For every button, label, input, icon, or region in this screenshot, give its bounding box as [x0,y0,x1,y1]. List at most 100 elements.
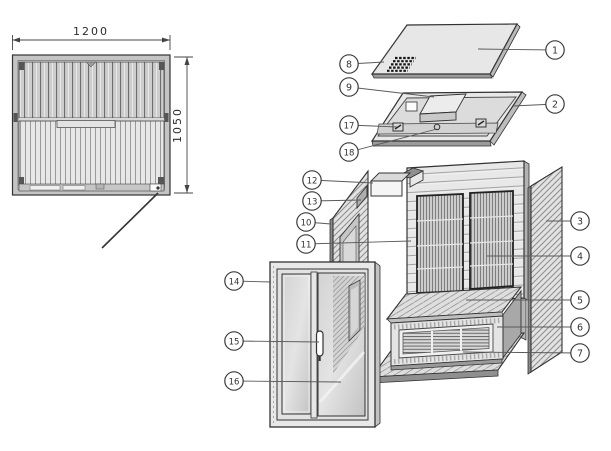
roof-vent-icon [387,56,416,72]
callout-circle [224,371,244,391]
control-housing-front [419,111,457,123]
callout-circle [296,212,316,232]
ceiling-sensor-icon [433,123,441,131]
plan-top-notch [85,61,97,68]
callout-number: 6 [577,322,583,333]
wall-vent-icon [356,184,368,210]
plan-corner-post-br [158,177,164,184]
glass-reflected-doorway-inner [351,286,358,336]
callout-number: 4 [577,251,583,262]
dim-arrow-right [162,37,170,43]
plan-corner-post-tr [159,62,164,70]
callout-leader [233,380,342,383]
bench-bottom-edge [390,358,503,371]
exploded-view [269,23,563,428]
roof-surface [370,23,519,75]
speaker-right-icon [475,118,487,128]
callout-15: 15 [224,331,320,351]
callout-leader [348,86,435,98]
front-door-assembly [269,261,381,428]
callout-circle [570,343,590,363]
callout-number: 7 [577,348,583,359]
callout-circle [339,77,359,97]
callout-number: 11 [301,240,312,250]
callout-leader [348,128,438,153]
callout-leader [305,240,412,245]
callout-11: 11 [296,234,412,254]
plan-view [11,54,171,249]
callout-14: 14 [224,271,272,291]
plan-sill-insert-1 [29,185,61,191]
callout-circle [570,211,590,231]
callout-1: 1 [477,40,565,60]
bench-front-ticks-top [393,318,501,330]
callout-17: 17 [339,115,398,135]
callout-7: 7 [462,343,590,363]
callout-circle [570,246,590,266]
callout-circle [570,290,590,310]
callout-number: 8 [346,59,352,70]
callout-18: 18 [339,128,438,162]
right-wall-panel [527,166,563,375]
ceiling-panel [370,91,527,147]
right-wall-surface [530,166,563,374]
callout-circle [339,115,359,135]
callout-number: 10 [301,218,312,228]
door-handle [315,330,324,361]
callout-number: 13 [307,197,318,207]
plan-center-tab [95,183,105,190]
callout-12: 12 [302,170,374,190]
callout-circle [302,191,322,211]
callout-number: 5 [577,295,583,306]
bracket-front-right [409,170,424,188]
plan-corner-post-bl [19,177,24,184]
callout-leader [477,48,556,51]
plan-front-sill [18,183,165,192]
callout-5: 5 [466,290,590,310]
plan-corner-post-tl [19,62,24,70]
box-top [369,172,412,182]
plan-mid-post-left [13,113,18,122]
callout-circle [302,170,322,190]
callout-circle [339,54,359,74]
callout-number: 15 [229,337,240,347]
plan-floor-slats [18,120,165,186]
heater-panel-right [469,190,514,290]
callout-13: 13 [302,191,362,211]
callout-leader [311,179,374,184]
callout-leader [462,351,581,354]
callout-2: 2 [512,94,565,114]
callout-6: 6 [497,317,590,337]
plan-door-pivot-box [149,183,162,192]
dim-arrow-left [12,37,20,43]
dim-arrow-top [184,57,190,65]
plan-bench-edge [19,118,164,122]
callout-leader [233,340,320,343]
callout-number: 14 [229,277,240,287]
bench [385,286,523,371]
plan-sill-insert-2 [62,185,86,191]
control-box-bracket [369,167,425,197]
plan-depth-dim-label: 1050 [171,107,184,143]
bench-front-ticks-bottom [393,352,501,364]
callout-circle [296,234,316,254]
callout-8: 8 [339,54,385,74]
callout-number: 3 [577,216,583,227]
plan-bench-slats [18,61,165,119]
door-glass-pane [317,272,366,417]
fixed-glass-bevel [283,275,310,413]
callout-number: 12 [307,176,318,186]
callout-circle [545,94,565,114]
ceiling-light-icon [405,101,418,112]
callout-number: 1 [552,45,558,56]
glass-sheen [318,351,366,403]
fixed-glass-pane [281,273,312,415]
callout-9: 9 [339,77,435,98]
callout-circle [339,142,359,162]
callout-10: 10 [296,212,332,232]
plan-door-swing-line [101,192,159,249]
dimensions [12,35,193,194]
back-wall-panel [406,160,530,306]
plan-width-dim-label: 1200 [73,25,109,38]
